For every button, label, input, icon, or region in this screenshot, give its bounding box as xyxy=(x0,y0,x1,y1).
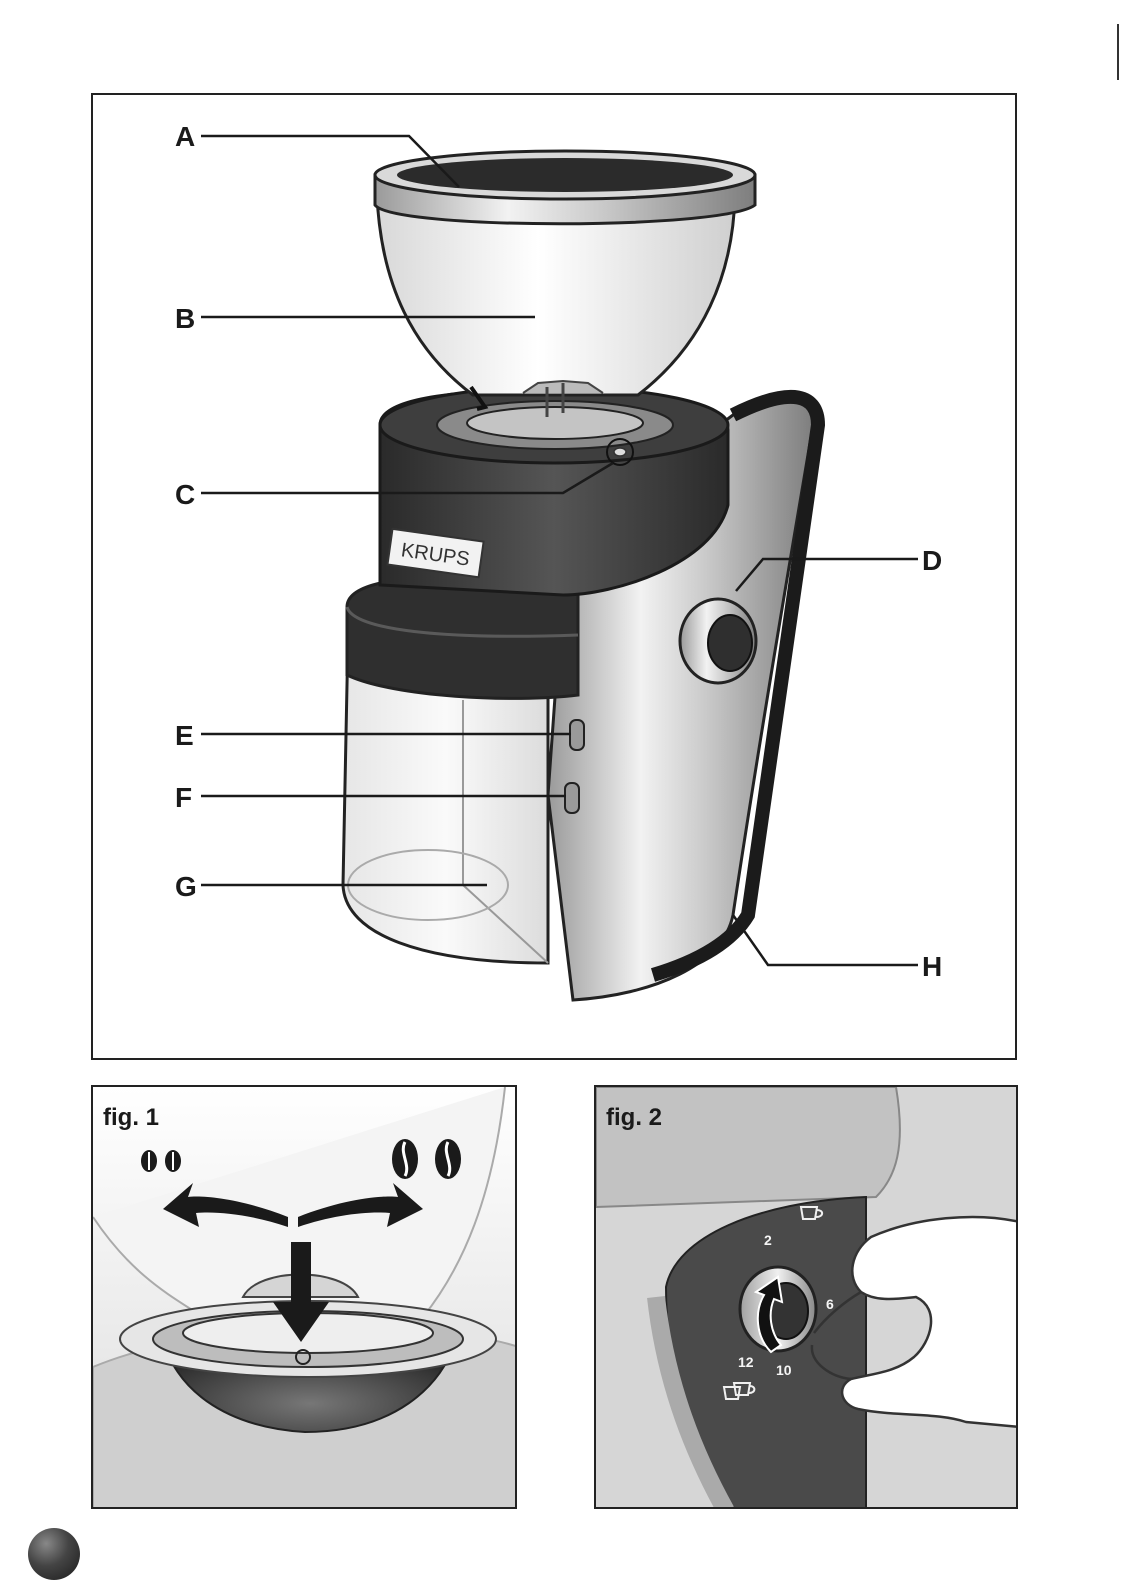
fig2-panel: 2 6 10 12 fig. 2 xyxy=(594,1085,1018,1509)
on-button xyxy=(570,720,584,750)
fig1-illustration: fig. 1 xyxy=(93,1087,517,1509)
callout-label-G: G xyxy=(175,871,197,902)
cup-selector-dial xyxy=(680,599,756,683)
callout-label-A: A xyxy=(175,121,195,152)
fig2-illustration: 2 6 10 12 fig. 2 xyxy=(596,1087,1018,1509)
fig1-panel: fig. 1 xyxy=(91,1085,517,1509)
page-edge-mark xyxy=(1117,24,1119,80)
page-marker-dot xyxy=(28,1528,80,1580)
dial-number-6: 6 xyxy=(826,1296,834,1312)
callout-label-B: B xyxy=(175,303,195,334)
main-illustration-frame: KRUPS A B C D E F G xyxy=(91,93,1017,1060)
fig1-label: fig. 1 xyxy=(103,1104,159,1131)
dial-number-12: 12 xyxy=(738,1354,754,1370)
dial-number-10: 10 xyxy=(776,1362,792,1378)
callout-label-H: H xyxy=(922,951,942,982)
callout-label-C: C xyxy=(175,479,195,510)
callout-label-F: F xyxy=(175,782,192,813)
callout-label-E: E xyxy=(175,720,194,751)
fig2-label: fig. 2 xyxy=(606,1104,662,1131)
leader-line-H xyxy=(733,915,918,965)
stop-button xyxy=(565,783,579,813)
coffee-grinder-illustration: KRUPS A B C D E F G xyxy=(93,95,1017,1060)
callout-label-D: D xyxy=(922,545,942,576)
dial-number-2: 2 xyxy=(764,1232,772,1248)
